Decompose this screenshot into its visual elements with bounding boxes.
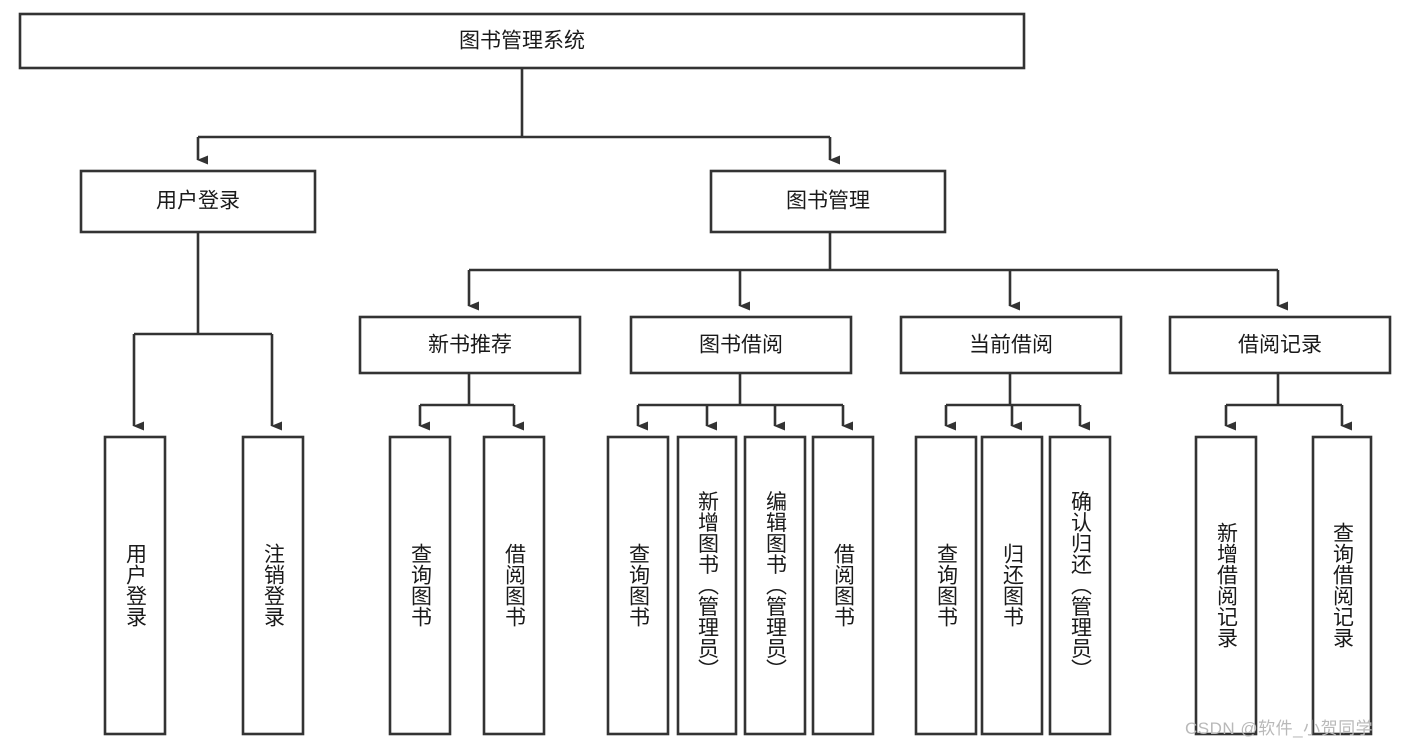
node-leaf-query-record[interactable]: 查询借阅记录 <box>1311 435 1373 736</box>
node-leaf-query-book-3-label: 查询图书 <box>935 543 959 627</box>
connector-group-root <box>196 68 840 165</box>
node-leaf-confirm-return-box[interactable] <box>1048 435 1112 736</box>
node-leaf-user-logout[interactable]: 注销登录 <box>241 435 305 736</box>
node-book-borrow[interactable]: 图书借阅 <box>629 315 853 375</box>
node-root-label: 图书管理系统 <box>459 30 585 53</box>
node-leaf-add-record-box[interactable] <box>1194 435 1258 736</box>
node-leaf-query-book-2-label: 查询图书 <box>627 543 651 627</box>
node-book-manage[interactable]: 图书管理 <box>709 169 947 234</box>
node-book-borrow-box[interactable] <box>629 315 853 375</box>
node-leaf-borrow-book-2[interactable]: 借阅图书 <box>811 435 875 736</box>
node-user-login[interactable]: 用户登录 <box>79 169 317 234</box>
node-leaf-confirm-return-label: 确认归还（管理员） <box>1069 491 1093 680</box>
node-leaf-confirm-return[interactable]: 确认归还（管理员） <box>1048 435 1112 736</box>
node-leaf-add-book-box[interactable] <box>676 435 738 736</box>
node-root-box[interactable] <box>18 12 1026 70</box>
node-new-book-rec[interactable]: 新书推荐 <box>358 315 582 375</box>
node-leaf-add-book[interactable]: 新增图书（管理员） <box>676 435 738 736</box>
node-leaf-query-record-label: 查询借阅记录 <box>1331 522 1355 648</box>
node-book-borrow-label: 图书借阅 <box>699 334 783 357</box>
connector-group-book-manage <box>467 232 1288 311</box>
node-current-borrow-box[interactable] <box>899 315 1123 375</box>
connector-group-book-borrow <box>636 373 853 431</box>
node-leaf-borrow-book-1-box[interactable] <box>482 435 546 736</box>
node-leaf-query-book-1[interactable]: 查询图书 <box>388 435 452 736</box>
node-leaf-user-logout-box[interactable] <box>241 435 305 736</box>
node-leaf-borrow-book-1-label: 借阅图书 <box>503 543 527 627</box>
node-leaf-borrow-book-2-label: 借阅图书 <box>832 543 856 627</box>
connector-group-user-login <box>132 232 282 431</box>
node-leaf-query-book-3-box[interactable] <box>914 435 978 736</box>
node-leaf-edit-book-box[interactable] <box>743 435 807 736</box>
node-leaf-add-record[interactable]: 新增借阅记录 <box>1194 435 1258 736</box>
node-leaf-query-book-1-label: 查询图书 <box>409 543 433 627</box>
node-leaf-return-book-label: 归还图书 <box>1001 543 1025 627</box>
node-user-login-label: 用户登录 <box>156 190 240 213</box>
node-leaf-user-logout-label: 注销登录 <box>262 543 286 627</box>
node-borrow-record-box[interactable] <box>1168 315 1392 375</box>
node-borrow-record[interactable]: 借阅记录 <box>1168 315 1392 375</box>
node-leaf-add-record-label: 新增借阅记录 <box>1215 522 1239 648</box>
node-leaf-query-record-box[interactable] <box>1311 435 1373 736</box>
node-leaf-add-book-label: 新增图书（管理员） <box>696 491 720 680</box>
node-borrow-record-label: 借阅记录 <box>1238 334 1322 357</box>
node-book-manage-label: 图书管理 <box>786 190 870 213</box>
node-leaf-user-login[interactable]: 用户登录 <box>103 435 167 736</box>
node-leaf-borrow-book-2-box[interactable] <box>811 435 875 736</box>
connector-group-new-book-rec <box>418 373 524 431</box>
node-current-borrow[interactable]: 当前借阅 <box>899 315 1123 375</box>
node-leaf-user-login-box[interactable] <box>103 435 167 736</box>
csdn-watermark: CSDN @软件_小贺同学 <box>1185 719 1374 738</box>
connector-group-borrow-record <box>1224 373 1352 431</box>
node-current-borrow-label: 当前借阅 <box>969 334 1053 357</box>
node-book-manage-box[interactable] <box>709 169 947 234</box>
node-leaf-query-book-3[interactable]: 查询图书 <box>914 435 978 736</box>
node-leaf-query-book-1-box[interactable] <box>388 435 452 736</box>
node-new-book-rec-box[interactable] <box>358 315 582 375</box>
node-leaf-query-book-2[interactable]: 查询图书 <box>606 435 670 736</box>
node-leaf-edit-book[interactable]: 编辑图书（管理员） <box>743 435 807 736</box>
node-leaf-user-login-label: 用户登录 <box>124 543 148 627</box>
node-root[interactable]: 图书管理系统 <box>18 12 1026 70</box>
node-leaf-return-book[interactable]: 归还图书 <box>980 435 1044 736</box>
node-leaf-return-book-box[interactable] <box>980 435 1044 736</box>
node-leaf-edit-book-label: 编辑图书（管理员） <box>764 491 788 680</box>
node-user-login-box[interactable] <box>79 169 317 234</box>
node-leaf-borrow-book-1[interactable]: 借阅图书 <box>482 435 546 736</box>
connector-group-current-borrow <box>944 373 1090 431</box>
node-leaf-query-book-2-box[interactable] <box>606 435 670 736</box>
node-new-book-rec-label: 新书推荐 <box>428 334 512 357</box>
